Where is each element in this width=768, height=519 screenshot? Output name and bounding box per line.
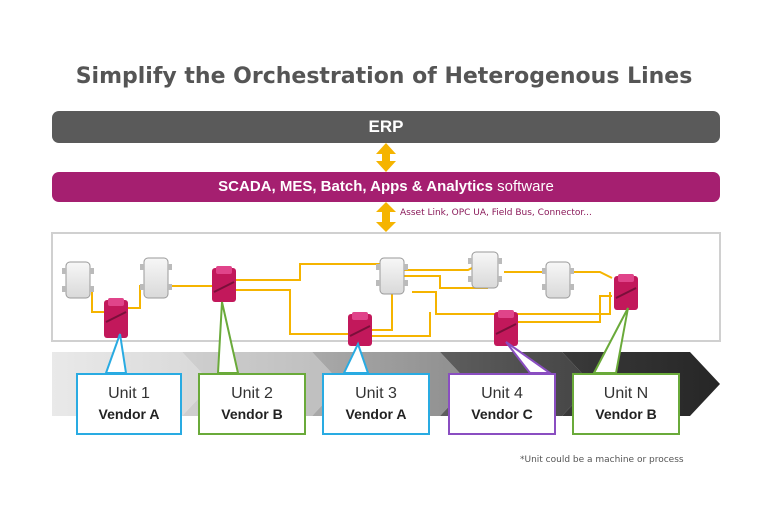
- unit-n-callout: Unit N Vendor B: [572, 373, 680, 435]
- grey-node-4: [468, 251, 502, 289]
- unit-3-device: [348, 312, 372, 346]
- grey-node-2: [140, 257, 172, 299]
- unit-2-callout: Unit 2 Vendor B: [198, 373, 306, 435]
- scada-bar: SCADA, MES, Batch, Apps & Analytics soft…: [52, 172, 720, 202]
- unit-4-name: Unit 4: [481, 385, 523, 402]
- grey-node-3: [376, 257, 408, 295]
- unit-3-vendor: Vendor A: [345, 406, 407, 422]
- unit-3-name: Unit 3: [355, 385, 397, 402]
- unit-4-vendor: Vendor C: [471, 406, 533, 422]
- footnote: *Unit could be a machine or process: [520, 455, 684, 465]
- unit-1-callout: Unit 1 Vendor A: [76, 373, 182, 435]
- grey-node-5: [542, 261, 574, 299]
- connection-lines: [78, 263, 613, 337]
- diagram-title: Simplify the Orchestration of Heterogeno…: [75, 64, 693, 89]
- scada-bold-label: SCADA, MES, Batch, Apps & Analytics: [218, 178, 493, 195]
- unit-4-device: [494, 310, 518, 346]
- unit-1-device: [104, 298, 128, 338]
- unit-3-callout: Unit 3 Vendor A: [322, 373, 430, 435]
- grey-node-1: [62, 261, 94, 299]
- unit-n-vendor: Vendor B: [595, 406, 657, 422]
- erp-bar: ERP: [52, 111, 720, 143]
- unit-2-device: [212, 266, 236, 302]
- unit-n-name: Unit N: [603, 385, 649, 402]
- connectivity-note: Asset Link, OPC UA, Field Bus, Connector…: [400, 208, 592, 218]
- erp-scada-arrow: [376, 143, 396, 172]
- unit-2-name: Unit 2: [231, 385, 273, 402]
- scada-suffix-label: software: [492, 178, 554, 195]
- unit-n-device: [614, 274, 638, 310]
- unit-1-name: Unit 1: [108, 385, 150, 402]
- unit-4-callout: Unit 4 Vendor C: [448, 373, 556, 435]
- unit-1-vendor: Vendor A: [98, 406, 160, 422]
- unit-2-vendor: Vendor B: [221, 406, 283, 422]
- scada-line-arrow: [376, 202, 396, 232]
